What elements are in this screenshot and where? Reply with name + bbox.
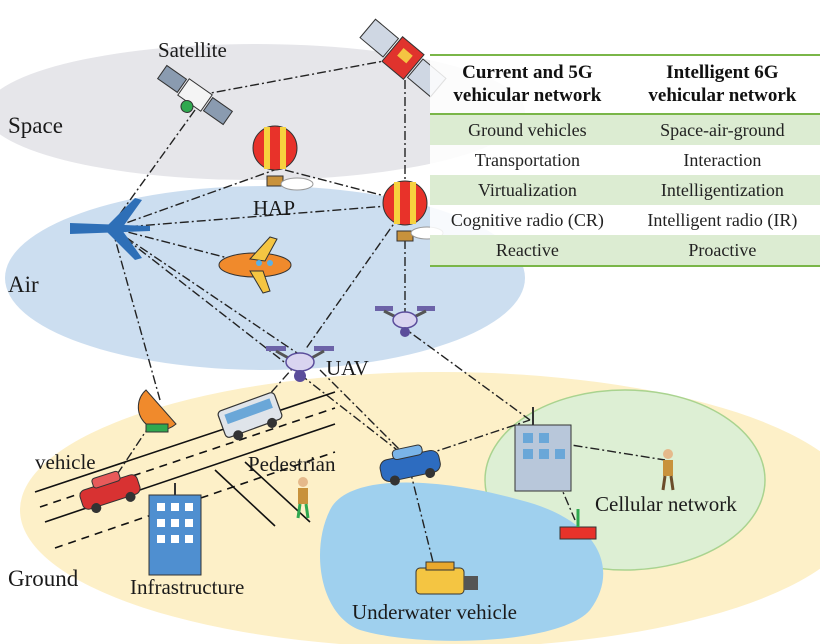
airplane-icon: [70, 198, 150, 260]
submarine-icon: [415, 561, 478, 595]
radar-dish-icon: [137, 389, 177, 433]
table-row: Ground vehicles Space-air-ground: [430, 114, 820, 145]
balloon-icon: [252, 125, 314, 191]
air-label: Air: [8, 272, 39, 297]
infrastructure-label: Infrastructure: [130, 575, 245, 599]
space-label: Space: [8, 113, 63, 138]
ground-label: Ground: [8, 566, 79, 591]
base-station-icon: [559, 509, 597, 540]
drone-icon: [375, 306, 435, 337]
building-icon: [148, 483, 202, 576]
links: [109, 57, 666, 571]
pedestrian-label: Pedestrian: [248, 452, 336, 476]
bus-icon: [217, 392, 283, 441]
car-icon: [79, 470, 141, 514]
satellite-icon: [156, 64, 234, 126]
satellite-label: Satellite: [158, 38, 227, 62]
drone-icon: [266, 346, 334, 382]
table-cell: Transportation: [430, 145, 625, 175]
airplane-icon: [218, 236, 292, 294]
water-zone: [320, 482, 604, 641]
table-cell: Cognitive radio (CR): [430, 205, 625, 235]
building-icon: [514, 407, 572, 492]
table-cell: Proactive: [624, 235, 820, 267]
table-row: Virtualization Intelligentization: [430, 175, 820, 205]
table-cell: Intelligent radio (IR): [624, 205, 820, 235]
table-row: Cognitive radio (CR) Intelligent radio (…: [430, 205, 820, 235]
table-cell: Intelligentization: [624, 175, 820, 205]
table-row: Reactive Proactive: [430, 235, 820, 267]
cellular-network-label: Cellular network: [595, 492, 737, 516]
comparison-table: Current and 5G vehicular network Intelli…: [430, 54, 820, 267]
table-header-current: Current and 5G vehicular network: [430, 54, 625, 115]
underwater-vehicle-label: Underwater vehicle: [352, 600, 517, 624]
table-cell: Ground vehicles: [430, 114, 625, 145]
table-cell: Virtualization: [430, 175, 625, 205]
vehicle-label: vehicle: [35, 450, 96, 474]
table-cell: Reactive: [430, 235, 625, 267]
pedestrian-icon: [661, 449, 675, 491]
table-cell: Space-air-ground: [624, 114, 820, 145]
car-icon: [379, 444, 441, 486]
table-row: Transportation Interaction: [430, 145, 820, 175]
space-zone: [0, 44, 525, 180]
hap-label: HAP: [253, 196, 296, 220]
pedestrian-icon: [296, 477, 310, 519]
table-header-row: Current and 5G vehicular network Intelli…: [430, 54, 820, 115]
uav-label: UAV: [326, 356, 369, 380]
table-cell: Interaction: [624, 145, 820, 175]
table-header-intelligent: Intelligent 6G vehicular network: [624, 54, 820, 115]
